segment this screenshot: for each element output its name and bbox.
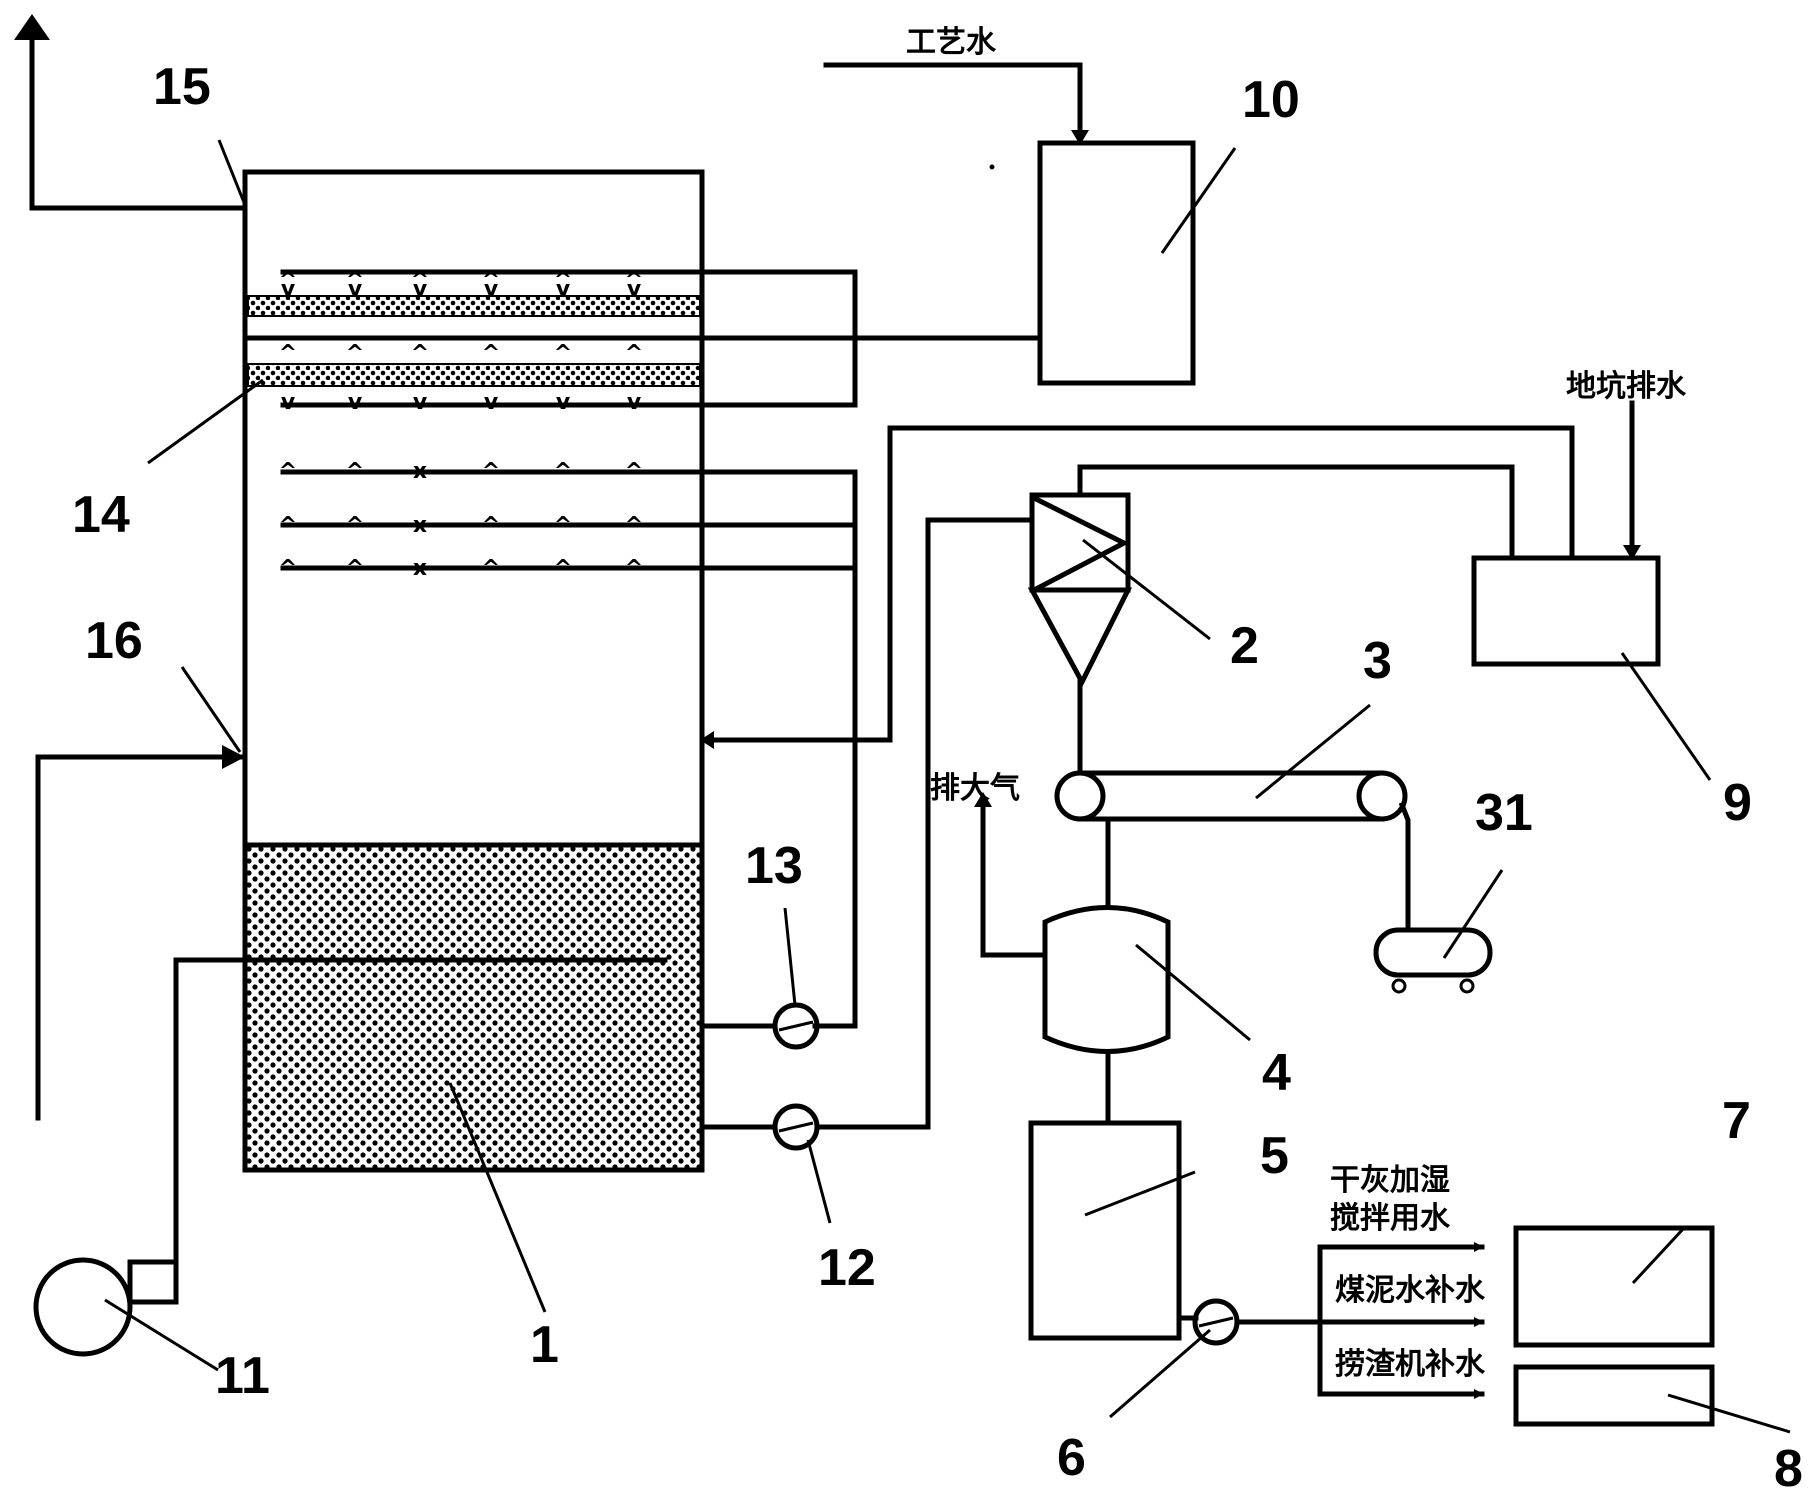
slag-remover-label: 捞渣机补水 xyxy=(1335,1347,1486,1382)
vent-line xyxy=(980,802,1048,958)
oxidation-air-line xyxy=(173,957,668,1285)
overflow-line xyxy=(1077,464,1515,558)
return-water-line xyxy=(709,425,1575,743)
tank-8 xyxy=(1513,1364,1715,1427)
nozzle-icon: ^ xyxy=(346,513,364,538)
slurry-line xyxy=(814,517,1035,1130)
tank-5 xyxy=(1028,1120,1182,1341)
dry-ash-label-2: 搅拌用水 xyxy=(1330,1201,1451,1236)
nozzle-icon: ^ xyxy=(411,341,429,366)
nozzle-icon: v xyxy=(413,277,428,302)
label-13: 13 xyxy=(745,837,803,895)
label-16: 16 xyxy=(85,612,143,670)
label-15: 15 xyxy=(153,58,211,116)
nozzle-icon: x xyxy=(413,513,427,538)
demister-upper: ^v^v^v^v^v^v^v^v^v^v^v^v xyxy=(244,268,1043,415)
label-4: 4 xyxy=(1262,1044,1291,1102)
nozzle-icon: ^ xyxy=(554,556,572,581)
vessel-4 xyxy=(1042,905,1171,1054)
nozzle-icon: ^ xyxy=(482,268,500,293)
nozzle-icon: ^ xyxy=(554,341,572,366)
hydrocyclone xyxy=(1027,492,1133,688)
nozzle-icon: ^ xyxy=(346,341,364,366)
nozzle-icon: ^ xyxy=(554,513,572,538)
nozzle-icon: ^ xyxy=(625,459,643,484)
nozzle-icon: ^ xyxy=(346,268,364,293)
flue-gas-inlet-line xyxy=(35,754,243,1121)
nozzle-icon: ^ xyxy=(482,556,500,581)
label-5: 5 xyxy=(1260,1127,1289,1185)
nozzle-icon: ^ xyxy=(346,459,364,484)
nozzle-icon: ^ xyxy=(279,459,297,484)
spray-layers: ^ ^ x ^ ^ ^ ^ ^ x ^ ^ ^ ^ ^ x ^ ^ ^ xyxy=(279,459,858,1029)
label-7: 7 xyxy=(1722,1092,1751,1150)
label-9: 9 xyxy=(1723,774,1752,832)
inlet-arrowhead xyxy=(222,745,245,769)
tower xyxy=(242,169,705,1173)
fan xyxy=(33,1257,179,1357)
number-labels: 1 2 3 4 5 6 7 8 9 10 11 12 13 14 15 16 3… xyxy=(72,58,1803,1498)
vent-label: 排大气 xyxy=(930,771,1020,806)
nozzle-icon: v xyxy=(413,390,428,415)
slime-water-label: 煤泥水补水 xyxy=(1335,1273,1486,1308)
label-6: 6 xyxy=(1057,1429,1086,1487)
nozzle-icon: v xyxy=(484,390,499,415)
vacuum-pump xyxy=(1373,927,1493,994)
nozzle-icon: v xyxy=(484,277,499,302)
label-8: 8 xyxy=(1774,1440,1803,1498)
nozzle-icon: ^ xyxy=(625,513,643,538)
nozzle-icon: ^ xyxy=(346,556,364,581)
label-2: 2 xyxy=(1230,617,1259,675)
label-10: 10 xyxy=(1242,71,1300,129)
nozzle-icon: v xyxy=(556,390,571,415)
pump-13 xyxy=(772,1002,820,1050)
label-14: 14 xyxy=(72,486,130,544)
pit-drain-label: 地坑排水 xyxy=(1566,369,1687,404)
nozzle-icon: ^ xyxy=(279,513,297,538)
nozzle-icon: ^ xyxy=(411,268,429,293)
nozzle-icon: ^ xyxy=(482,459,500,484)
slurry-bath xyxy=(247,845,700,1168)
label-1: 1 xyxy=(530,1316,559,1374)
nozzle-icon: v xyxy=(627,390,642,415)
nozzle-icon: ^ xyxy=(554,268,572,293)
nozzle-icon: v xyxy=(348,390,363,415)
label-12: 12 xyxy=(818,1239,876,1297)
nozzle-icon: ^ xyxy=(279,556,297,581)
nozzle-icon: v xyxy=(281,390,296,415)
nozzle-icon: v xyxy=(556,277,571,302)
tank-7 xyxy=(1513,1225,1715,1348)
leader-lines xyxy=(104,139,1791,1434)
nozzle-icon: ^ xyxy=(279,268,297,293)
nozzle-icon: ^ xyxy=(279,341,297,366)
nozzle-icon: v xyxy=(627,277,642,302)
dry-ash-label-1: 干灰加湿 xyxy=(1330,1163,1450,1198)
flue-gas-outlet-line xyxy=(29,19,248,211)
stream-labels: 工艺水 地坑排水 排大气 干灰加湿 搅拌用水 煤泥水补水 捞渣机补水 xyxy=(906,25,1687,1382)
process-water-tank xyxy=(1037,140,1196,386)
nozzle-icon: x xyxy=(413,556,427,581)
nozzle-icon: v xyxy=(348,277,363,302)
nozzle-icon: ^ xyxy=(554,459,572,484)
belt-filter xyxy=(1054,770,1411,931)
nozzle-icon: ^ xyxy=(625,341,643,366)
label-11: 11 xyxy=(215,1347,270,1405)
nozzle-icon: ^ xyxy=(482,513,500,538)
process-water-label: 工艺水 xyxy=(906,25,997,60)
nozzle-icon: ^ xyxy=(625,556,643,581)
label-3: 3 xyxy=(1363,632,1392,690)
tank-9 xyxy=(1471,555,1661,667)
nozzle-icon: ^ xyxy=(625,268,643,293)
nozzle-icon: ^ xyxy=(482,341,500,366)
nozzle-icon: v xyxy=(281,277,296,302)
process-water-inlet xyxy=(823,62,1083,136)
outlet-arrowhead xyxy=(14,14,50,40)
label-31: 31 xyxy=(1475,784,1533,842)
nozzle-icon: x xyxy=(413,459,427,484)
